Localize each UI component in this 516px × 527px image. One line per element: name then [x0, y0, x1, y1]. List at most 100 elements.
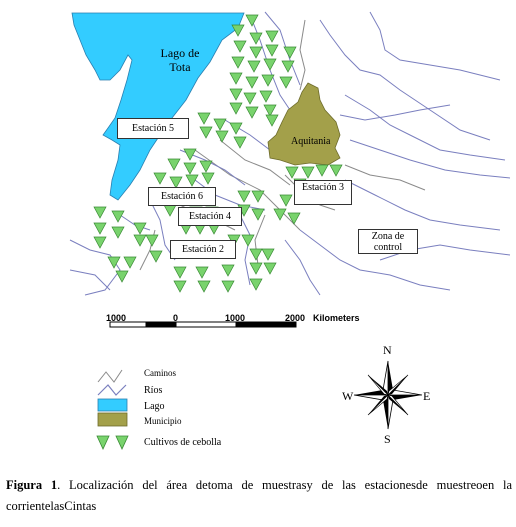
crop-marker: [243, 92, 257, 105]
figure-caption-text: . Localización del área detoma de muestr…: [6, 478, 512, 513]
compass-rose: [353, 360, 423, 430]
crop-marker: [249, 278, 263, 291]
crop-marker: [213, 118, 227, 131]
municipality-polygon: [267, 82, 341, 166]
crop-marker: [111, 210, 125, 223]
station-5-label: Estación 5: [117, 118, 189, 139]
crop-marker: [201, 172, 215, 185]
control-zone-label: Zona de control: [358, 229, 418, 254]
crop-marker: [251, 190, 265, 203]
crop-marker: [153, 172, 167, 185]
legend-crops-symbol-2: [115, 435, 129, 450]
crop-marker: [241, 234, 255, 247]
figure-caption-label: Figura 1: [6, 478, 58, 492]
legend-municipality-symbol: [97, 412, 128, 427]
crop-marker: [233, 136, 247, 149]
station-4-label: Estación 4: [178, 207, 242, 226]
crop-marker: [249, 262, 263, 275]
lake-polygon: [71, 12, 245, 201]
legend-lake-label: Lago: [144, 401, 165, 412]
crop-marker: [199, 126, 213, 139]
crop-marker: [133, 222, 147, 235]
crop-marker: [283, 46, 297, 59]
crop-marker: [215, 130, 229, 143]
crop-marker: [315, 164, 329, 177]
crop-marker: [251, 208, 265, 221]
station-3-label: Estación 3: [294, 180, 352, 205]
crop-marker: [263, 58, 277, 71]
crop-marker: [229, 72, 243, 85]
crop-marker: [237, 190, 251, 203]
figure-caption: Figura 1. Localización del área detoma d…: [6, 475, 512, 517]
crop-marker: [167, 158, 181, 171]
station-2-label: Estación 2: [170, 240, 236, 259]
crop-marker: [93, 222, 107, 235]
lake-label: Lago de Tota: [160, 46, 200, 74]
crop-marker: [145, 234, 159, 247]
crop-marker: [249, 32, 263, 45]
crop-marker: [173, 280, 187, 293]
legend-roads-symbol: [97, 369, 123, 383]
crop-marker: [245, 14, 259, 27]
crop-marker: [221, 264, 235, 277]
crop-marker: [245, 106, 259, 119]
crop-marker: [279, 194, 293, 207]
crop-marker: [265, 30, 279, 43]
crop-marker: [183, 162, 197, 175]
crop-marker: [261, 248, 275, 261]
crop-marker: [245, 76, 259, 89]
legend-crops-label: Cultivos de cebolla: [144, 437, 222, 448]
compass-west: W: [342, 389, 354, 403]
legend-rivers-symbol: [97, 384, 127, 396]
legend-roads-label: Caminos: [144, 368, 177, 378]
crop-marker: [259, 90, 273, 103]
crop-marker: [263, 262, 277, 275]
compass-north: N: [383, 343, 392, 357]
crop-marker: [221, 280, 235, 293]
crop-marker: [123, 256, 137, 269]
crop-marker: [285, 166, 299, 179]
scale-tick-2: 0: [173, 313, 179, 323]
crop-marker: [263, 104, 277, 117]
crops-layer: [93, 14, 343, 293]
crop-marker: [183, 148, 197, 161]
crop-marker: [265, 114, 279, 127]
scale-tick-1: 1000: [106, 313, 127, 323]
scale-tick-4: 2000: [285, 313, 306, 323]
crop-marker: [287, 212, 301, 225]
legend-crops-symbol-1: [96, 435, 110, 450]
legend-municipality-label: Municipio: [144, 416, 182, 426]
scale-tick-3: 1000: [225, 313, 246, 323]
crop-marker: [195, 266, 209, 279]
municipality-label: Aquitania: [291, 136, 331, 147]
crop-marker: [93, 206, 107, 219]
crop-marker: [301, 166, 315, 179]
crop-marker: [133, 234, 147, 247]
legend-lake-symbol: [97, 398, 128, 412]
crop-marker: [173, 266, 187, 279]
scale-bar: [109, 321, 297, 328]
crop-marker: [265, 44, 279, 57]
station-6-label: Estación 6: [148, 187, 216, 206]
crop-marker: [93, 236, 107, 249]
crop-marker: [229, 102, 243, 115]
crop-marker: [231, 24, 245, 37]
crop-marker: [231, 56, 245, 69]
crop-marker: [229, 122, 243, 135]
map-canvas: [69, 11, 511, 450]
legend-rivers-label: Ríos: [144, 385, 163, 396]
crop-marker: [169, 176, 183, 189]
crop-marker: [199, 160, 213, 173]
crop-marker: [261, 74, 275, 87]
compass-east: E: [423, 389, 431, 403]
crop-marker: [249, 46, 263, 59]
crop-marker: [149, 250, 163, 263]
crop-marker: [249, 248, 263, 261]
crop-marker: [197, 280, 211, 293]
legend-symbols: [96, 369, 129, 450]
crop-marker: [233, 40, 247, 53]
crop-marker: [115, 270, 129, 283]
crop-marker: [229, 88, 243, 101]
crop-marker: [185, 174, 199, 187]
crop-marker: [247, 60, 261, 73]
